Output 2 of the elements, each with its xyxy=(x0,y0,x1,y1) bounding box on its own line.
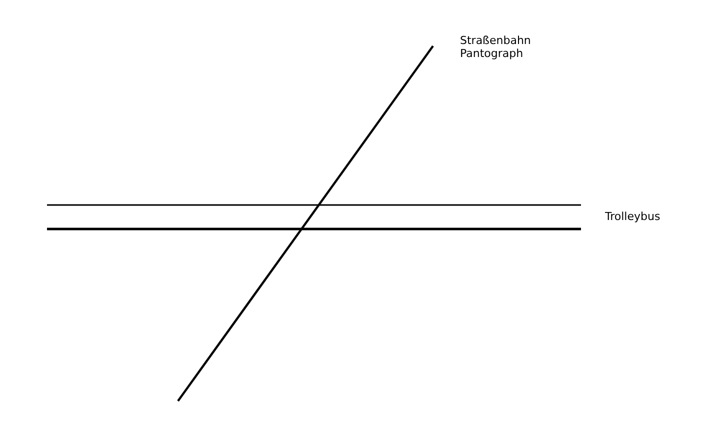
part-label: Trolleybus xyxy=(605,210,660,223)
part-label: Straßenbahn Pantograph xyxy=(460,34,532,60)
